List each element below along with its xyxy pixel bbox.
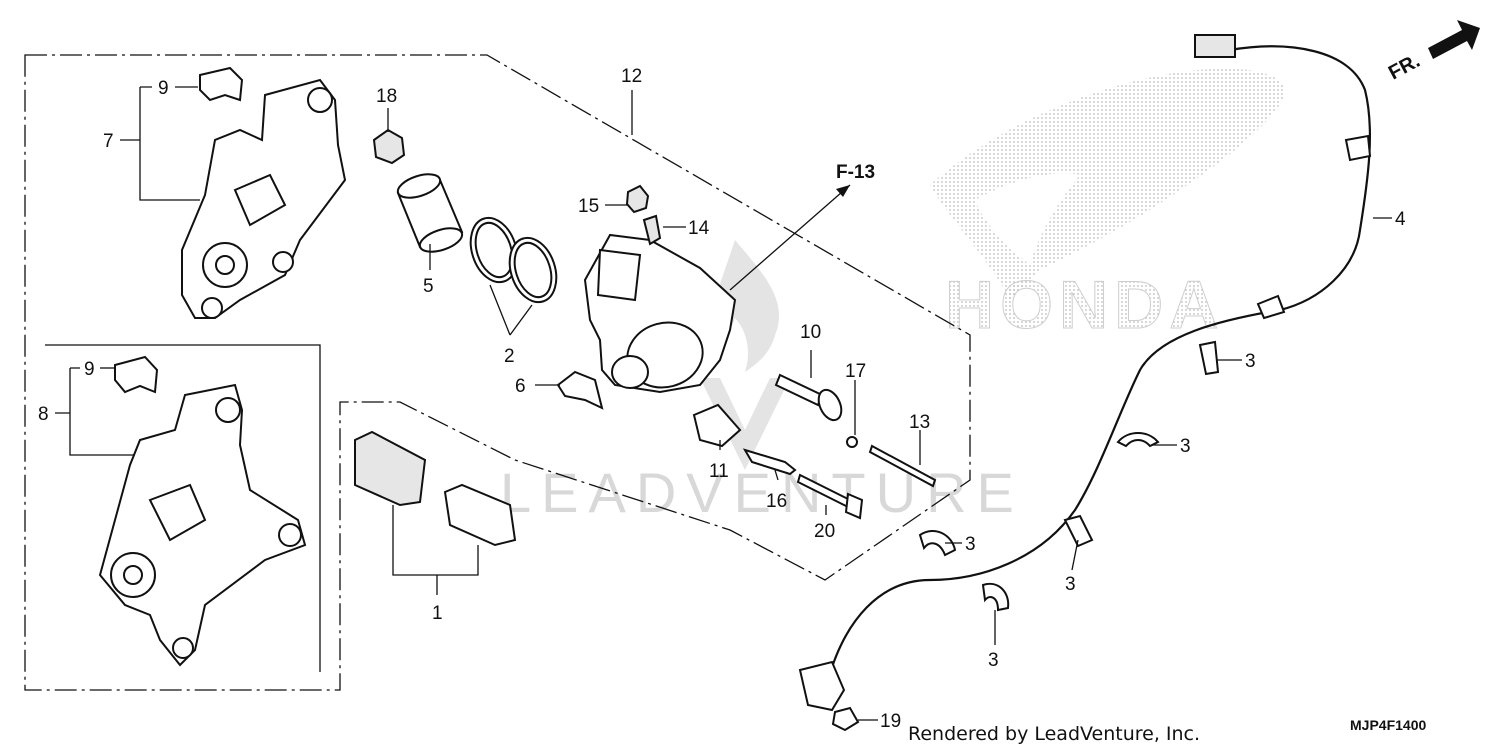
caliper-body <box>583 233 737 394</box>
sealing-washer <box>846 436 858 448</box>
cable-grommet <box>1256 294 1286 320</box>
cable-clamp-top <box>1344 134 1372 162</box>
callout-11: 11 <box>709 461 729 482</box>
callout-1: 1 <box>432 603 443 624</box>
cable-clamp-4 <box>918 530 957 557</box>
caliper-bracket-upper <box>181 78 347 319</box>
callout-3-clamp-1: 3 <box>1245 351 1256 372</box>
reference-arrow <box>729 184 851 291</box>
callout-13: 13 <box>909 412 930 433</box>
sensor-bolt <box>831 706 860 732</box>
callout-12: 12 <box>621 66 642 87</box>
sensor-connector <box>1194 34 1236 58</box>
brake-pad-set <box>354 430 517 547</box>
caliper-piston <box>396 173 464 253</box>
pad-spring-clip-upper <box>199 66 244 102</box>
callout-7: 7 <box>103 131 114 152</box>
pad-spring-clip-lower <box>114 355 159 394</box>
callout-8: 8 <box>38 404 49 425</box>
callout-3-clamp-3: 3 <box>1065 574 1076 595</box>
cable-clamp-2 <box>1116 432 1160 448</box>
callout-5: 5 <box>423 276 434 297</box>
callout-15: 15 <box>578 196 599 217</box>
callout-9-lower: 9 <box>84 359 95 380</box>
front-direction-arrow-icon <box>1428 20 1480 59</box>
render-credit: Rendered by LeadVenture, Inc. <box>908 723 1200 745</box>
caliper-assembly-group-boundary <box>24 54 971 691</box>
bleeder-cap <box>625 184 650 214</box>
front-direction-label: FR. <box>1385 50 1424 85</box>
callout-4: 4 <box>1395 209 1406 230</box>
cable-clamp-3 <box>1063 514 1094 548</box>
callout-20: 20 <box>814 521 835 542</box>
callout-3-clamp-5: 3 <box>988 650 999 671</box>
callout-16: 16 <box>766 491 787 512</box>
callout-9-upper: 9 <box>158 78 169 99</box>
bleeder-screw <box>642 214 662 246</box>
pin-sleeve <box>742 448 797 476</box>
leadventure-watermark: LEADVENTURE <box>500 461 1024 524</box>
callout-17: 17 <box>845 361 866 382</box>
honda-wing-logo <box>930 68 1285 301</box>
caliper-bracket-lower <box>98 383 307 667</box>
wheel-speed-sensor-cable <box>798 34 1372 712</box>
callout-18: 18 <box>376 86 397 107</box>
dust-boot <box>372 128 406 165</box>
pad-spring <box>556 370 604 410</box>
callout-2: 2 <box>504 346 515 367</box>
cable-clamp-5 <box>981 582 1010 612</box>
diagram-code: MJP4F1400 <box>1350 717 1426 733</box>
callout-10: 10 <box>800 322 821 343</box>
callout-3-clamp-4: 3 <box>965 534 976 555</box>
reference-f13: F-13 <box>836 162 875 183</box>
callout-14: 14 <box>688 218 710 239</box>
callout-leaders <box>55 86 1392 721</box>
callout-19: 19 <box>880 711 901 732</box>
cable-clamp-1 <box>1198 340 1220 376</box>
caliper-mount-bolt <box>796 473 864 520</box>
pin-boot <box>692 403 742 448</box>
speed-sensor-head <box>798 660 846 712</box>
honda-brand-watermark: HONDA <box>945 267 1224 343</box>
caliper-pin-bolt <box>774 373 843 422</box>
pad-pin <box>868 444 937 488</box>
callout-3-clamp-2: 3 <box>1180 436 1191 457</box>
bracket-alternate-box <box>45 344 321 672</box>
piston-seal-set <box>469 216 558 304</box>
callout-6: 6 <box>515 376 526 397</box>
